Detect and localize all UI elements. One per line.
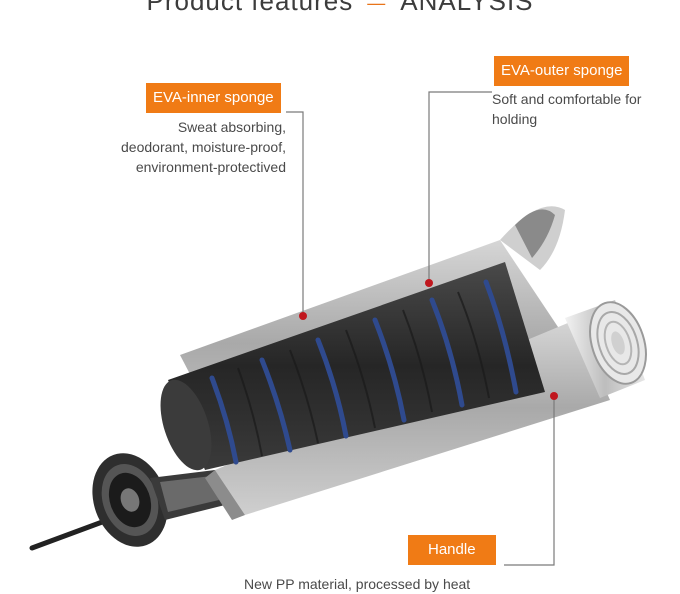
marker-inner [299,312,307,320]
marker-handle [550,392,558,400]
outer-sponge-line-2: holding [492,111,538,127]
callout-markers [299,279,558,400]
threaded-end [565,300,647,398]
handle-line-1: New PP material, processed by heat [244,576,471,592]
bearing-cap [92,453,168,547]
inner-sponge-line-2: deodorant, moisture-proof, [121,139,286,155]
leader-outer [428,91,492,283]
leader-lines [286,91,555,566]
title-left: Product features [146,0,354,16]
outer-sponge-line-1: Soft and comfortable for [492,91,642,107]
outer-sponge-description: Soft and comfortable for holding [492,89,641,129]
eva-foam-grip [168,262,545,470]
title-right: ANALYSIS [400,0,534,16]
inner-sponge-description: Sweat absorbing, deodorant, moisture-pro… [121,117,286,177]
title-separator: — [367,0,387,13]
page-title: Product features — ANALYSIS [0,0,680,17]
inner-sponge-line-3: environment-protectived [135,159,286,175]
handle-description: New PP material, processed by heat [244,574,470,594]
outer-sponge-label: EVA-outer sponge [494,56,630,86]
leader-handle [504,396,555,566]
leader-inner [286,111,304,316]
inner-sponge-line-1: Sweat absorbing, [177,119,286,135]
foam-stripes [209,279,519,465]
inner-sponge-label: EVA-inner sponge [146,83,281,113]
handle-label: Handle [408,535,496,565]
marker-outer [425,279,433,287]
